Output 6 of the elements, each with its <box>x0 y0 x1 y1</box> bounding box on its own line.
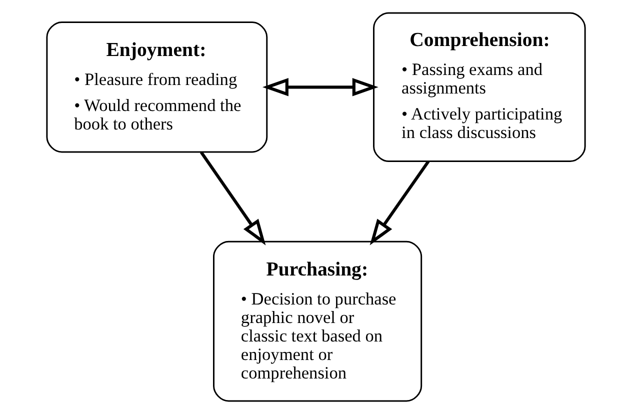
node-box: Purchasing: • Decision to purchase graphic novel or classic text based on enjoyment or comprehension <box>212 240 422 402</box>
node-box: Comprehension: • Passing exams and assignments • Actively participating in class discussions <box>372 12 586 162</box>
arrow <box>369 160 430 246</box>
arrow <box>262 78 378 96</box>
arrow <box>199 151 266 246</box>
node-box: Enjoyment: • Pleasure from reading • Would recommend the book to others <box>46 22 268 153</box>
